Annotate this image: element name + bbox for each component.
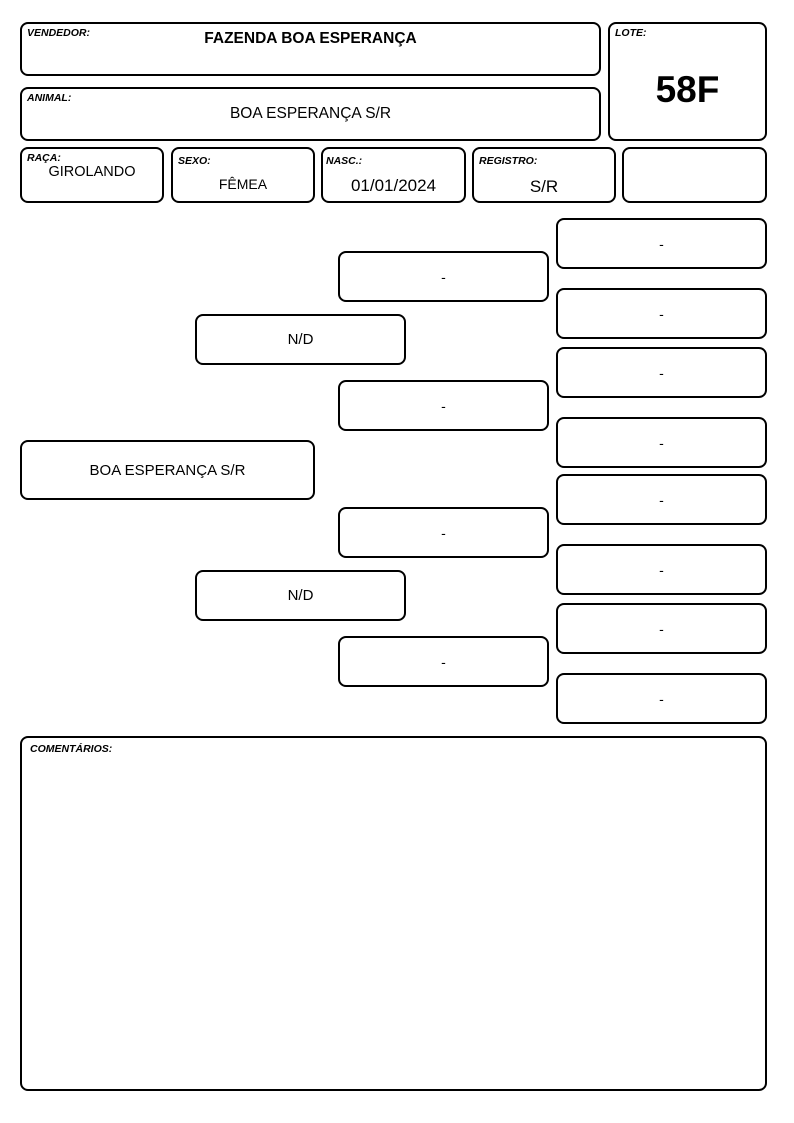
pedigree-great-grandparent-5: - (556, 474, 767, 525)
pedigree-great-grandparent-4: - (556, 417, 767, 468)
pedigree-animal: BOA ESPERANÇA S/R (20, 440, 315, 500)
pedigree-great-grandparent-2: - (556, 288, 767, 339)
lote-value: 58F (655, 69, 720, 110)
registro-label: REGISTRO: (479, 155, 538, 167)
nasc-label: NASC.: (326, 155, 363, 167)
pedigree-great-grandparent-7: - (556, 603, 767, 654)
comments-label: COMENTÁRIOS: (30, 743, 113, 755)
pedigree-maternal-granddam: - (338, 636, 549, 687)
registro-box: REGISTRO: S/R (472, 147, 616, 203)
raca-value: GIROLANDO (48, 164, 136, 180)
pedigree-dam: N/D (195, 570, 406, 621)
pedigree-maternal-grandsire: - (338, 507, 549, 558)
pedigree-great-grandparent-3: - (556, 347, 767, 398)
pedigree-great-grandparent-1: - (556, 218, 767, 269)
raca-box: RAÇA: GIROLANDO (20, 147, 164, 203)
pedigree-paternal-grandsire: - (338, 251, 549, 302)
raca-label: RAÇA: (27, 152, 61, 164)
sexo-label: SEXO: (178, 155, 211, 167)
pedigree-sire: N/D (195, 314, 406, 365)
lote-box: LOTE: 58F (608, 22, 767, 141)
pedigree-great-grandparent-8: - (556, 673, 767, 724)
pedigree-great-grandparent-6: - (556, 544, 767, 595)
animal-label: ANIMAL: (27, 92, 72, 104)
lote-label: LOTE: (615, 27, 647, 39)
pedigree-paternal-granddam: - (338, 380, 549, 431)
animal-value: BOA ESPERANÇA S/R (229, 105, 392, 122)
registro-value: S/R (529, 177, 559, 196)
extra-box (622, 147, 767, 203)
animal-box: ANIMAL: BOA ESPERANÇA S/R (20, 87, 601, 141)
vendedor-box: VENDEDOR: FAZENDA BOA ESPERANÇA (20, 22, 601, 76)
vendedor-label: VENDEDOR: (27, 27, 91, 39)
comments-box[interactable]: COMENTÁRIOS: (20, 736, 767, 1091)
sexo-value: FÊMEA (218, 176, 268, 192)
vendedor-value: FAZENDA BOA ESPERANÇA (204, 30, 417, 47)
nasc-box: NASC.: 01/01/2024 (321, 147, 466, 203)
nasc-value: 01/01/2024 (350, 176, 437, 195)
sexo-box: SEXO: FÊMEA (171, 147, 315, 203)
